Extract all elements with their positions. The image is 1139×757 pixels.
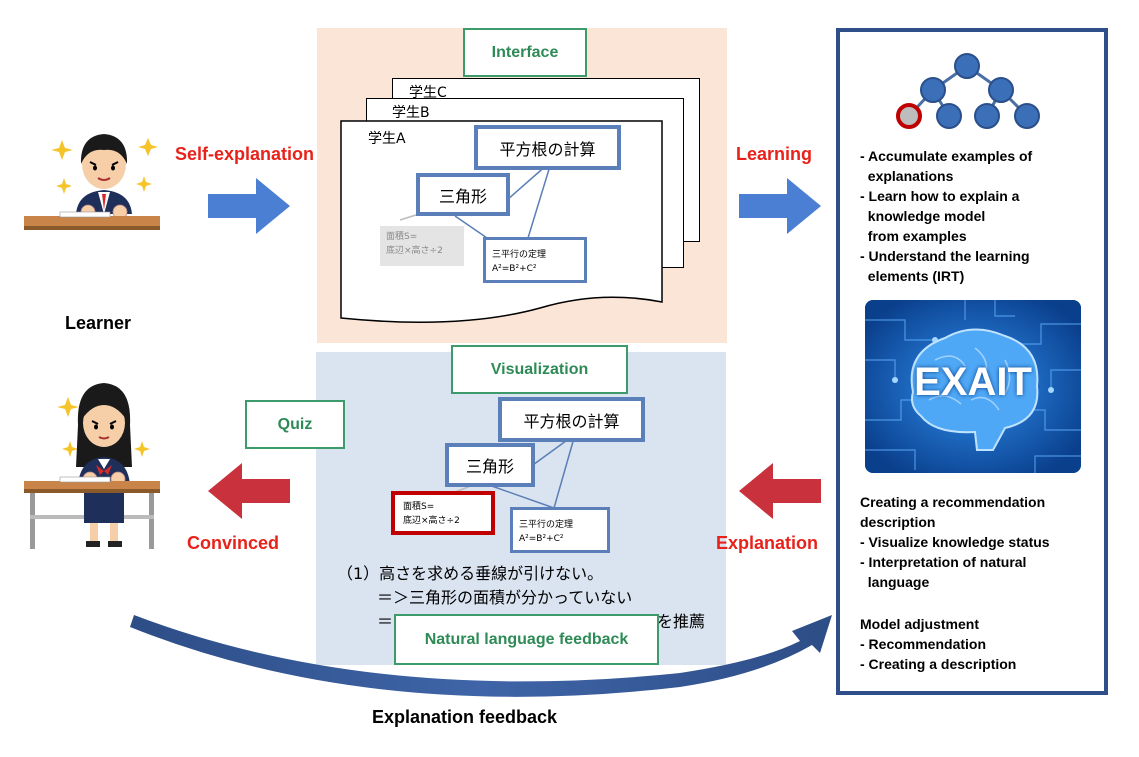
natural-language-feedback-box: Natural language feedback [394, 614, 659, 665]
interface-area-line1: 面積S= [386, 232, 418, 242]
interface-area-line2: 底辺×高さ÷2 [386, 246, 443, 256]
recommendation-items: Creating a recommendation description - … [860, 494, 1050, 590]
feedback-line-3-prefix: ＝ [377, 612, 394, 631]
brand-text: EXAIT [914, 360, 1032, 404]
explanation-arrow [739, 463, 821, 519]
visualization-node-triangle: 三角形 [445, 443, 535, 487]
learner-boy-icon [24, 134, 160, 230]
model-adjustment-items: Model adjustment - Recommendation - Crea… [860, 616, 1017, 672]
visualization-area-line1: 面積S= [403, 502, 435, 512]
visualization-area-line2: 底辺×高さ÷2 [403, 516, 460, 526]
visualization-pyth-line1: 三平行の定理 [519, 520, 574, 530]
interface-pyth-line1: 三平行の定理 [492, 250, 547, 260]
convinced-label: Convinced [187, 533, 280, 553]
knowledge-tree-icon [896, 53, 1040, 129]
interface-node-sqrt: 平方根の計算 [474, 125, 621, 170]
self-explanation-label: Self-explanation [175, 144, 315, 164]
interface-pyth-line2: A²=B²+C² [492, 264, 537, 274]
student-b-label: 学生B [392, 105, 430, 121]
student-a-label: 学生A [368, 131, 406, 147]
feedback-line-1: （1）高さを求める垂線が引けない。 [337, 564, 604, 583]
learning-items: - Accumulate examples of explanations - … [860, 148, 1033, 284]
interface-node-triangle: 三角形 [416, 173, 510, 216]
self-explanation-arrow [208, 178, 290, 234]
student-c-label: 学生C [409, 85, 447, 101]
visualization-node-area: 面積S= 底辺×高さ÷2 [391, 491, 495, 535]
interface-node-pythagoras: 三平行の定理 A²=B²+C² [483, 237, 587, 283]
feedback-line-2: ＝＞三角形の面積が分かっていない [377, 588, 633, 607]
learner-girl-icon [24, 383, 160, 549]
learner-label: Learner [65, 313, 132, 333]
brain-chip-icon: EXAIT [865, 300, 1081, 473]
visualization-box: Visualization [451, 345, 628, 394]
learning-arrow [739, 178, 821, 234]
explanation-feedback-label: Explanation feedback [372, 707, 558, 727]
explanation-label: Explanation [716, 533, 819, 553]
learning-label: Learning [736, 144, 813, 164]
convinced-arrow [208, 463, 290, 519]
visualization-node-sqrt: 平方根の計算 [498, 397, 645, 442]
quiz-box: Quiz [245, 400, 345, 449]
feedback-line-3-suffix: を推薦 [657, 612, 706, 631]
explanation-feedback-arrow [130, 615, 832, 697]
interface-node-area: 面積S= 底辺×高さ÷2 [380, 226, 464, 266]
interface-box: Interface [463, 28, 587, 77]
visualization-pyth-line2: A²=B²+C² [519, 534, 564, 544]
visualization-node-pythagoras: 三平行の定理 A²=B²+C² [510, 507, 610, 553]
